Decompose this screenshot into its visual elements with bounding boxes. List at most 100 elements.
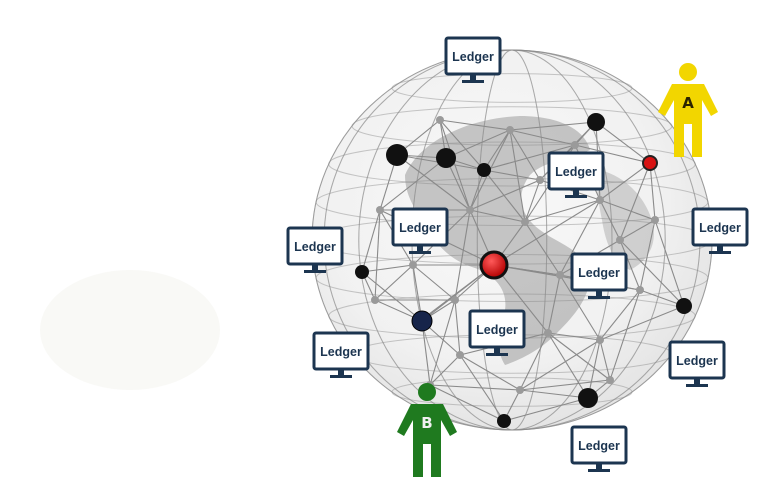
- watermark-logo: 路由器 luyouqi.com: [641, 433, 759, 481]
- ledger-computer: Ledger: [312, 331, 370, 378]
- network-link: [524, 221, 561, 276]
- ledger-computer: Ledger: [444, 36, 502, 83]
- person-a-head: [679, 63, 697, 81]
- network-link: [361, 264, 414, 273]
- network-link: [547, 274, 561, 334]
- network-link: [374, 209, 381, 301]
- network-junction: [409, 261, 417, 269]
- monitor-stand: [686, 384, 708, 387]
- network-nodes: [355, 113, 692, 428]
- network-junction: [456, 351, 464, 359]
- monitor-neck: [694, 378, 700, 384]
- network-link: [419, 264, 495, 322]
- network-junction: [376, 206, 384, 214]
- network-link: [454, 209, 471, 301]
- network-link: [469, 169, 485, 211]
- monitor-neck: [417, 245, 423, 251]
- network-link: [412, 264, 456, 301]
- monitor-stand: [486, 353, 508, 356]
- network-link: [574, 144, 651, 164]
- monitor-stand: [462, 80, 484, 83]
- network-link: [459, 354, 521, 391]
- ledger-nodes: LedgerLedgerLedgerLedgerLedgerLedgerLedg…: [286, 36, 749, 472]
- network-link: [519, 379, 611, 391]
- network-node-black: [436, 148, 456, 168]
- watermark-subtitle: luyouqi.com: [694, 466, 755, 477]
- network-junction: [506, 126, 514, 134]
- network-node-black: [497, 414, 511, 428]
- network-link: [619, 219, 656, 241]
- monitor-stand: [304, 270, 326, 273]
- network-link: [599, 199, 621, 241]
- monitor-stand: [588, 296, 610, 299]
- ledger-computer: Ledger: [286, 226, 344, 273]
- network-junction: [536, 176, 544, 184]
- network-link: [619, 239, 685, 307]
- ledger-label: Ledger: [699, 221, 741, 235]
- network-link: [524, 199, 601, 223]
- network-link: [374, 264, 414, 301]
- monitor-neck: [573, 189, 579, 195]
- network-link: [547, 332, 589, 399]
- monitor-stand: [709, 251, 731, 254]
- ledger-label: Ledger: [399, 221, 441, 235]
- network-junction: [651, 216, 659, 224]
- network-junction: [556, 271, 564, 279]
- network-link: [483, 129, 511, 171]
- network-link: [619, 162, 651, 241]
- network-link: [619, 239, 641, 291]
- person-b-label: B: [421, 414, 432, 432]
- monitor-neck: [312, 264, 318, 270]
- network-link: [493, 199, 601, 266]
- network-link: [599, 199, 656, 221]
- network-link: [547, 332, 601, 341]
- continent-shape: [405, 116, 590, 365]
- router-icon: [641, 433, 689, 481]
- ledger-computer: Ledger: [547, 151, 605, 198]
- monitor-stand: [409, 251, 431, 254]
- network-link: [519, 332, 549, 391]
- network-junction: [521, 218, 529, 226]
- network-link: [429, 384, 521, 391]
- ledger-label: Ledger: [676, 354, 718, 368]
- network-node-black: [477, 163, 491, 177]
- network-link: [454, 299, 461, 356]
- network-link: [379, 157, 447, 211]
- network-link: [649, 162, 656, 221]
- network-node-black: [355, 265, 369, 279]
- network-link: [483, 169, 526, 223]
- network-link: [361, 271, 423, 322]
- network-link: [439, 119, 485, 171]
- ledger-computer: Ledger: [691, 207, 749, 254]
- network-link: [445, 129, 511, 159]
- person-a-body: [658, 84, 718, 157]
- network-node-black: [676, 298, 692, 314]
- network-junction: [466, 206, 474, 214]
- network-junction: [596, 196, 604, 204]
- person-b: B: [397, 383, 457, 477]
- monitor-stand: [565, 195, 587, 198]
- network-node-black: [587, 113, 605, 131]
- network-link: [396, 154, 471, 211]
- network-junction: [371, 296, 379, 304]
- network-link: [439, 119, 511, 131]
- monitor-stand: [330, 375, 352, 378]
- network-link: [421, 320, 431, 386]
- ledger-computer: Ledger: [570, 425, 628, 472]
- network-junction: [571, 141, 579, 149]
- network-link: [609, 289, 641, 381]
- network-link: [599, 289, 641, 341]
- ledger-label: Ledger: [452, 50, 494, 64]
- monitor-neck: [596, 290, 602, 296]
- network-junction: [636, 286, 644, 294]
- network-junction: [451, 296, 459, 304]
- network-link: [429, 354, 461, 386]
- network-link: [524, 179, 541, 223]
- network-junction: [436, 116, 444, 124]
- network-link: [595, 121, 651, 164]
- watermark-title: 路由器: [692, 438, 759, 464]
- network-link: [509, 121, 597, 131]
- ledger-label: Ledger: [578, 439, 620, 453]
- network-junction: [606, 376, 614, 384]
